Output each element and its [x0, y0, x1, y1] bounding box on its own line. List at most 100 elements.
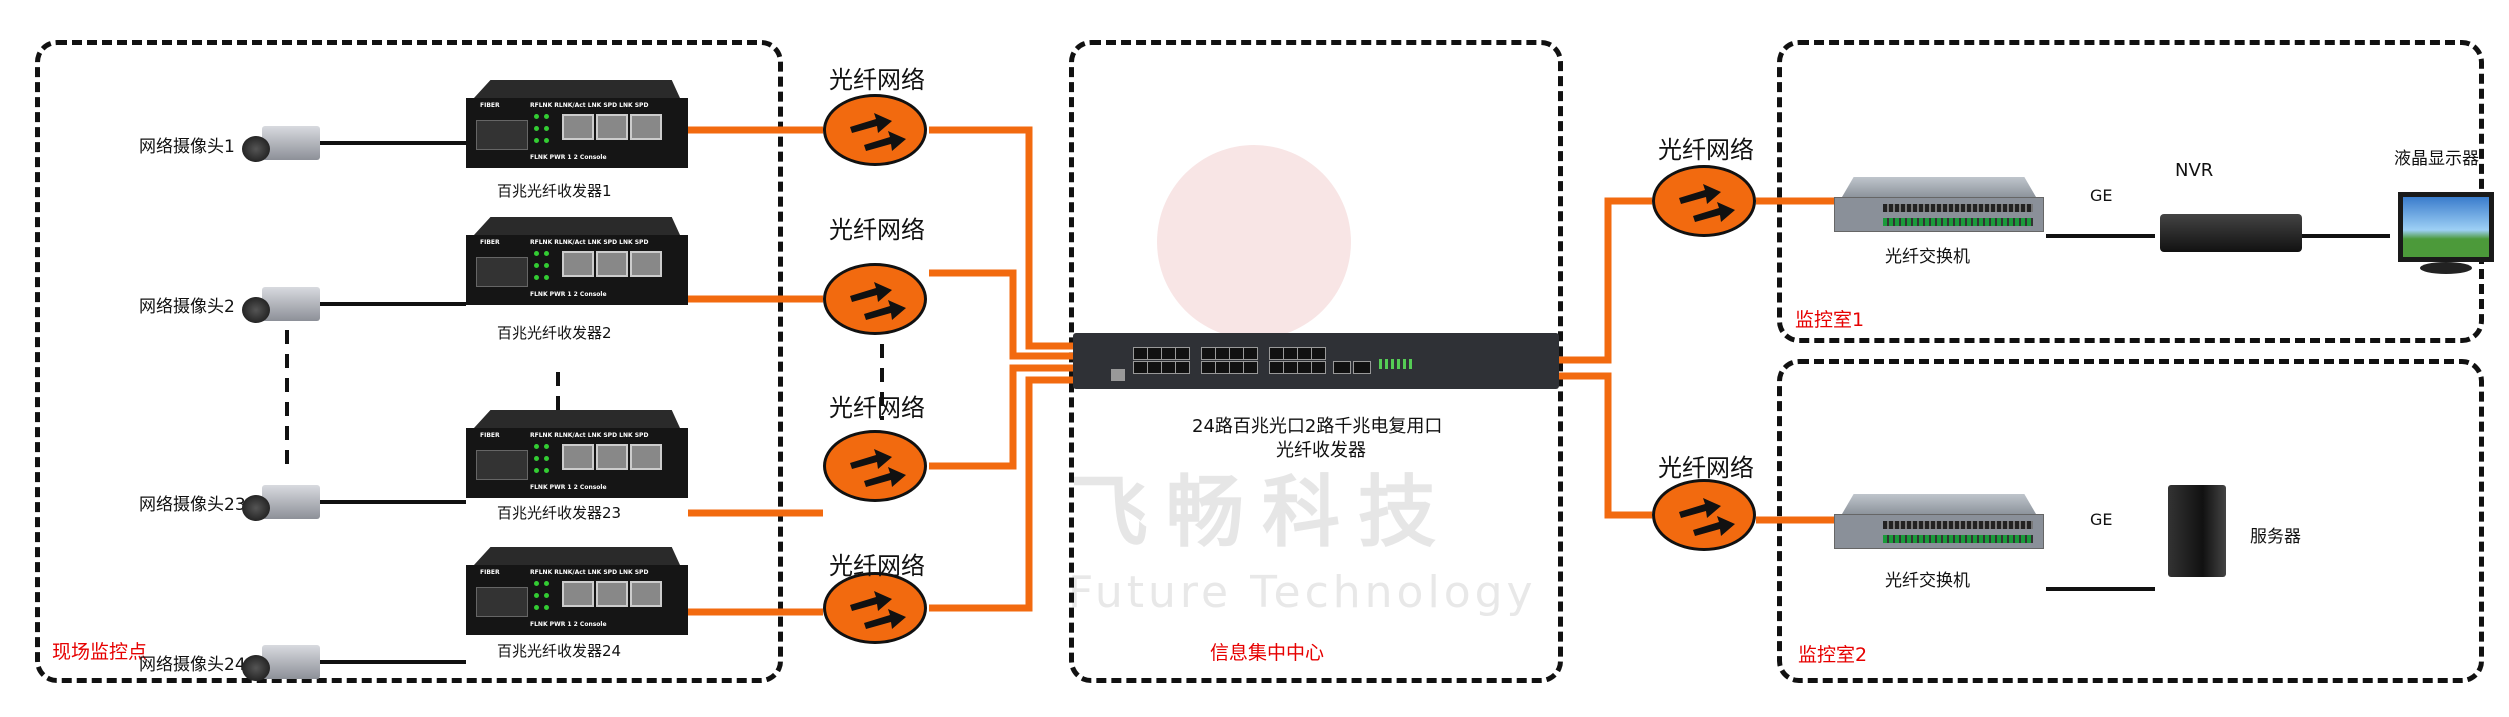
transceiver-label-1: 百兆光纤收发器1 — [497, 182, 612, 200]
fiber-network-icon — [1652, 479, 1756, 551]
indicator-labels: RFLNK RLNK/Act LNK SPD LNK SPD — [530, 432, 649, 439]
fiber-port-label: FIBER — [480, 569, 500, 576]
led-indicator — [534, 456, 539, 461]
led-indicator — [544, 593, 549, 598]
fiber-network-label: 光纤网络 — [1658, 136, 1754, 164]
led-indicator — [544, 581, 549, 586]
led-indicator — [534, 138, 539, 143]
indicator-labels: RFLNK RLNK/Act LNK SPD LNK SPD — [530, 569, 649, 576]
rj45-port — [562, 581, 594, 607]
fiber-network-label: 光纤网络 — [829, 552, 925, 580]
watermark-logo — [1157, 145, 1351, 339]
fiber-switch-icon — [1834, 177, 2044, 232]
led-indicator — [534, 581, 539, 586]
sfp-port — [476, 587, 528, 617]
sfp-port — [476, 257, 528, 287]
console-port — [1111, 369, 1125, 381]
fiber-network-icon — [1652, 165, 1756, 237]
port-labels: FLNK PWR 1 2 Console — [530, 291, 607, 298]
watermark-cn: 飞畅科技 — [1070, 468, 1455, 558]
rj45-port — [1147, 361, 1162, 374]
rj45-port — [1175, 361, 1190, 374]
rj45-port — [596, 251, 628, 277]
media-converter-4: FIBER RFLNK RLNK/Act LNK SPD LNK SPD FLNK … — [466, 547, 688, 635]
monitor-icon — [2398, 192, 2494, 262]
rj45-port — [1297, 347, 1312, 360]
room1-ge-label: GE — [2090, 186, 2113, 205]
fiber-network-label: 光纤网络 — [829, 394, 925, 422]
rj45-port — [562, 444, 594, 470]
nvr-icon — [2160, 214, 2302, 252]
rj45-port — [1269, 361, 1284, 374]
fiber-network-icon — [823, 572, 927, 644]
rj45-port — [1269, 347, 1284, 360]
camera-icon — [240, 481, 320, 525]
rj45-port — [562, 114, 594, 140]
arrows-icon — [850, 591, 906, 629]
center-device-label-2: 光纤收发器 — [1276, 440, 1366, 461]
server-label: 服务器 — [2250, 527, 2301, 547]
rj45-port — [630, 251, 662, 277]
rj45-port — [596, 114, 628, 140]
led-indicator — [534, 251, 539, 256]
rj45-port — [596, 581, 628, 607]
rj45-port — [1215, 347, 1230, 360]
watermark-en: Future Technology — [1068, 567, 1537, 618]
led-indicator — [534, 444, 539, 449]
led-indicator — [544, 114, 549, 119]
zone-room2-label: 监控室2 — [1798, 644, 1868, 666]
arrows-icon — [850, 113, 906, 151]
fiber-port-label: FIBER — [480, 239, 500, 246]
led-indicator — [544, 138, 549, 143]
led-indicator — [534, 275, 539, 280]
led-indicator — [544, 456, 549, 461]
sfp-port — [476, 120, 528, 150]
arrows-icon — [850, 449, 906, 487]
rj45-port — [1311, 361, 1326, 374]
led-indicator — [534, 605, 539, 610]
rj45-port — [1283, 347, 1298, 360]
rj45-port — [1175, 347, 1190, 360]
fiber-switch-icon — [1834, 494, 2044, 549]
rj45-port — [630, 444, 662, 470]
led-indicator — [534, 263, 539, 268]
led-indicator — [544, 444, 549, 449]
rj45-port — [1215, 361, 1230, 374]
led-indicator — [544, 263, 549, 268]
fiber-network-label: 光纤网络 — [829, 216, 925, 244]
camera-label-1: 网络摄像头1 — [139, 137, 235, 157]
led-indicator — [544, 275, 549, 280]
fiber-port-label: FIBER — [480, 432, 500, 439]
sfp-port — [476, 450, 528, 480]
rj45-port — [630, 581, 662, 607]
port-labels: FLNK PWR 1 2 Console — [530, 621, 607, 628]
indicator-labels: RFLNK RLNK/Act LNK SPD LNK SPD — [530, 239, 649, 246]
arrows-icon — [1679, 498, 1735, 536]
led-indicator — [544, 251, 549, 256]
center-device-label-1: 24路百兆光口2路千兆电复用口 — [1192, 416, 1443, 437]
server-icon — [2168, 485, 2226, 577]
camera-label-2: 网络摄像头2 — [139, 297, 235, 317]
transceiver-label-2: 百兆光纤收发器2 — [497, 324, 612, 342]
fiber-network-icon — [823, 94, 927, 166]
zone-room1-label: 监控室1 — [1795, 309, 1865, 331]
rj45-port — [596, 444, 628, 470]
transceiver-label-4: 百兆光纤收发器24 — [497, 642, 622, 660]
rj45-port — [1243, 361, 1258, 374]
fiber-network-label: 光纤网络 — [1658, 454, 1754, 482]
camera-icon — [240, 641, 320, 685]
led-indicator — [544, 605, 549, 610]
camera-icon — [240, 283, 320, 327]
rj45-port — [1297, 361, 1312, 374]
zone-room1 — [1777, 40, 2484, 343]
fiber-network-icon — [823, 263, 927, 335]
monitor-label: 液晶显示器 — [2394, 149, 2479, 169]
led-indicator — [534, 126, 539, 131]
port-labels: FLNK PWR 1 2 Console — [530, 154, 607, 161]
rj45-port — [1229, 361, 1244, 374]
rj45-port — [562, 251, 594, 277]
gigabit-port — [1353, 361, 1371, 374]
rj45-port — [1283, 361, 1298, 374]
